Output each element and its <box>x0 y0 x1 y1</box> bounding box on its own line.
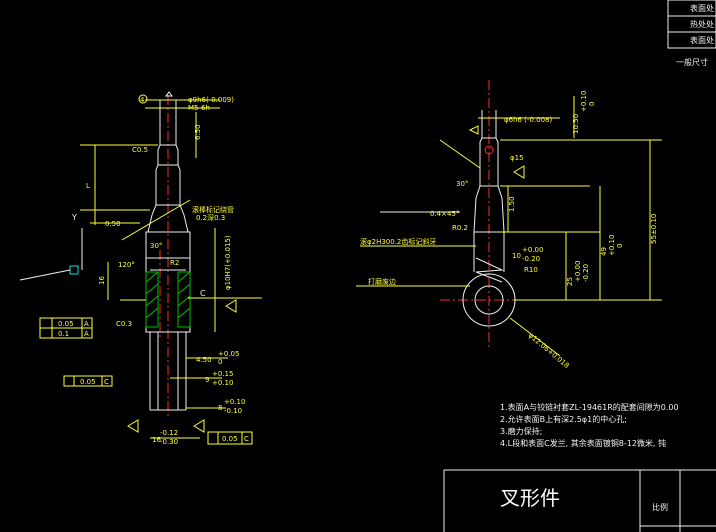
svg-text:+0.10: +0.10 <box>212 379 233 387</box>
svg-text:+0.10: +0.10 <box>580 91 588 112</box>
svg-text:0.1: 0.1 <box>58 330 69 338</box>
part-name: 叉形件 <box>500 486 560 510</box>
svg-text:-0.30: -0.30 <box>160 438 178 446</box>
svg-text:-0.20: -0.20 <box>522 255 540 263</box>
right-dim-25: 25 <box>566 277 574 286</box>
right-dia-bottom: φ12.06+0.018 <box>527 331 571 370</box>
right-note-hit: 打磨废边 <box>368 277 396 286</box>
left-dim-450: 4.50 <box>196 356 212 364</box>
svg-text:0: 0 <box>616 244 624 248</box>
svg-text:-0.10: -0.10 <box>224 407 242 415</box>
left-bore: φ10H7(+0.015) <box>224 235 232 290</box>
svg-text:+0.10: +0.10 <box>608 235 616 256</box>
right-chamfer: 0.4×45° <box>430 210 459 218</box>
left-view: 4 φ9h6(-0.009) M5-6h 6.50 C0.5 L Y 0.50 … <box>19 91 262 446</box>
right-dim-55: 55±0.10 <box>650 214 658 244</box>
tol-box-3: 0.05 C <box>63 375 113 387</box>
right-note-knurl: 滚φ2H300.2齿标记斜牙 <box>360 237 436 246</box>
left-letter-L: L <box>86 182 90 190</box>
tol-box-2: 0.1 A <box>39 327 93 339</box>
left-letter-Y: Y <box>71 213 77 222</box>
left-thread: M5-6h <box>188 104 210 112</box>
tol-box-1: 0.05 A <box>39 317 93 329</box>
svg-text:-0.12: -0.12 <box>160 429 178 437</box>
tol-box-4: 0.05 C <box>207 431 253 445</box>
left-note-roll: 滚棒标记绕管 <box>192 205 234 214</box>
right-dim-49: 49 <box>600 247 608 256</box>
right-val-150: 1.50 <box>508 196 516 212</box>
scale-label: 比例 <box>652 502 668 512</box>
left-dim-16: 16 <box>98 276 106 285</box>
right-dia-top: φ6h6 (-0.008) <box>504 116 552 124</box>
left-angle-120: 120° <box>118 261 135 269</box>
left-dim-8: 8 <box>218 404 222 412</box>
right-dia-15: φ15 <box>510 154 524 162</box>
svg-text:+0.00: +0.00 <box>522 246 543 254</box>
left-chamfer2: C0.3 <box>116 320 132 328</box>
svg-text:4: 4 <box>140 96 145 104</box>
note-2: 2.允许表面B上有深2.5φ1的中心孔; <box>500 414 627 424</box>
svg-text:+0.15: +0.15 <box>212 370 233 378</box>
left-note-roll2: 0.2深0.3 <box>196 213 225 222</box>
note-4: 4.L段和表面C发兰, 其余表面镀铜8-12微米, 钝 <box>500 438 666 448</box>
svg-text:0.05: 0.05 <box>80 378 96 386</box>
right-dim-10: 10 <box>512 252 521 260</box>
table-row-2: 热处处 <box>690 19 714 29</box>
svg-text:+0.10: +0.10 <box>224 398 245 406</box>
table-row-3: 表面处 <box>690 35 714 45</box>
left-dim-9: 9 <box>205 376 209 384</box>
title-block: 叉形件 比例 <box>443 469 716 532</box>
svg-text:+0.00: +0.00 <box>574 261 582 282</box>
svg-text:0.05: 0.05 <box>58 320 74 328</box>
svg-text:0: 0 <box>588 102 596 106</box>
note-3: 3.磨力保持; <box>500 426 542 436</box>
table-row-1: 表面处 <box>690 3 714 13</box>
top-right-table: 表面处 热处处 表面处 一般尺寸 <box>667 0 716 67</box>
left-val-050: 0.50 <box>105 220 121 228</box>
svg-text:A: A <box>84 330 89 338</box>
left-dia-top: φ9h6(-0.009) <box>188 96 234 104</box>
svg-text:C: C <box>104 378 109 386</box>
svg-text:0: 0 <box>218 358 222 366</box>
right-r10: R10 <box>524 266 538 274</box>
svg-text:A: A <box>84 320 89 328</box>
right-r02: R0.2 <box>452 224 468 232</box>
svg-text:-0.20: -0.20 <box>582 264 590 282</box>
note-1: 1.表面A与铰链衬套ZL-19461R的配套间隙为0.00 <box>500 402 679 412</box>
left-dim-16b: 16 <box>152 436 161 444</box>
general-tolerance-label: 一般尺寸 <box>676 57 708 67</box>
right-angle-30: 30° <box>456 180 468 188</box>
left-angle-30: 30° <box>150 242 162 250</box>
svg-text:+0.05: +0.05 <box>218 350 239 358</box>
svg-text:C: C <box>244 435 249 443</box>
technical-notes: 1.表面A与铰链衬套ZL-19461R的配套间隙为0.00 2.允许表面B上有深… <box>500 402 679 448</box>
right-dim-top: 10.50 <box>572 114 580 134</box>
svg-text:0.05: 0.05 <box>222 435 238 443</box>
left-radius-r2: R2 <box>170 259 179 267</box>
right-view: φ6h6 (-0.008) 10.50 +0.10 0 φ15 30° 0.4×… <box>356 80 662 370</box>
left-len-650: 6.50 <box>194 124 202 140</box>
left-chamfer: C0.5 <box>132 146 148 154</box>
left-letter-C: C <box>200 289 206 298</box>
